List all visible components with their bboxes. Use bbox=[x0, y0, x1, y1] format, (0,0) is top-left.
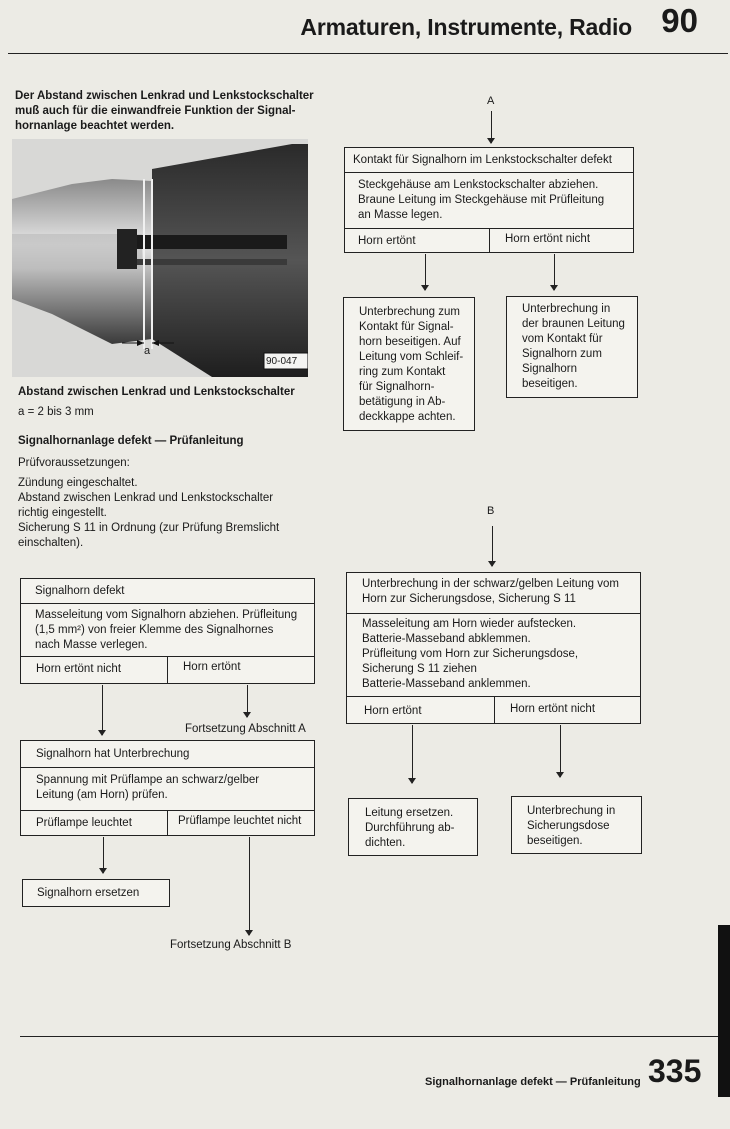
box-a-body: Steckgehäuse am Lenkstockschalter abzieh… bbox=[358, 178, 604, 223]
arrow-down bbox=[491, 111, 492, 143]
prereq-list: Zündung eingeschaltet. Abstand zwischen … bbox=[18, 476, 279, 551]
gap-label-a: a bbox=[144, 344, 150, 359]
replace-horn-text: Signalhorn ersetzen bbox=[37, 886, 139, 901]
header-rule bbox=[8, 53, 728, 54]
box-a-title: Kontakt für Signalhorn im Lenkstockschal… bbox=[353, 153, 612, 168]
box-b-option-no-sound: Horn ertönt nicht bbox=[510, 702, 595, 717]
box-signalhorn-unterbrechung: Signalhorn hat Unterbrechung Spannung mi… bbox=[20, 740, 315, 836]
box-b-option-sound: Horn ertönt bbox=[364, 704, 422, 719]
thumb-index-tab bbox=[718, 925, 730, 1097]
section-title: Signalhornanlage defekt — Prüfanleitung bbox=[18, 434, 244, 449]
steering-photo: a 90-047 bbox=[12, 139, 308, 377]
box2-title: Signalhorn hat Unterbrechung bbox=[36, 747, 189, 762]
box-b-result-right: Unterbrechung in Sicherungsdose beseitig… bbox=[511, 796, 642, 854]
photo-caption: Abstand zwischen Lenkrad und Lenkstocksc… bbox=[18, 385, 295, 400]
box2-body: Spannung mit Prüflampe an schwarz/gelber… bbox=[36, 773, 259, 803]
arrow-down bbox=[103, 837, 104, 873]
footer-rule bbox=[20, 1036, 720, 1037]
box1-option-no-sound: Horn ertönt nicht bbox=[36, 662, 121, 677]
marker-b: B bbox=[487, 504, 494, 519]
gap-value: a = 2 bis 3 mm bbox=[18, 405, 94, 420]
box-unterbrechung-leitung: Unterbrechung in der schwarz/gelben Leit… bbox=[346, 572, 641, 724]
box-b-result-left: Leitung ersetzen. Durchführung ab- dicht… bbox=[348, 798, 478, 856]
box-a-option-no-sound: Horn ertönt nicht bbox=[505, 232, 590, 247]
box-signalhorn-ersetzen: Signalhorn ersetzen bbox=[22, 879, 170, 907]
box1-title: Signalhorn defekt bbox=[35, 584, 125, 599]
box1-option-sound: Horn ertönt bbox=[183, 660, 241, 675]
arrow-down bbox=[560, 725, 561, 777]
box-a-result-left: Unterbrechung zum Kontakt für Signal- ho… bbox=[343, 297, 475, 431]
chapter-title: Armaturen, Instrumente, Radio bbox=[300, 14, 632, 41]
marker-a: A bbox=[487, 94, 494, 109]
intro-text: Der Abstand zwischen Lenkrad und Lenksto… bbox=[15, 89, 314, 134]
box1-body: Masseleitung vom Signalhorn abziehen. Pr… bbox=[35, 608, 297, 653]
arrow-down bbox=[412, 725, 413, 783]
box-signalhorn-defekt: Signalhorn defekt Masseleitung vom Signa… bbox=[20, 578, 315, 684]
arrow-down bbox=[492, 526, 493, 566]
box-a-option-sound: Horn ertönt bbox=[358, 234, 416, 249]
figure-code: 90-047 bbox=[266, 354, 297, 369]
arrow-down bbox=[102, 685, 103, 735]
continue-a: Fortsetzung Abschnitt A bbox=[185, 722, 306, 737]
arrow-down bbox=[425, 254, 426, 290]
continue-b: Fortsetzung Abschnitt B bbox=[170, 938, 291, 953]
box2-option-lamp-on: Prüflampe leuchtet bbox=[36, 816, 132, 831]
box-a-result-right: Unterbrechung in der braunen Leitung vom… bbox=[506, 296, 638, 398]
box-b-title: Unterbrechung in der schwarz/gelben Leit… bbox=[362, 577, 619, 607]
box-kontakt-defekt: Kontakt für Signalhorn im Lenkstockschal… bbox=[344, 147, 634, 253]
footer-text: Signalhornanlage defekt — Prüfanleitung bbox=[425, 1075, 641, 1090]
steering-switch-illustration bbox=[12, 139, 308, 377]
arrow-down bbox=[554, 254, 555, 290]
prereq-label: Prüfvoraussetzungen: bbox=[18, 456, 130, 471]
arrow-down bbox=[249, 837, 250, 935]
page-number: 335 bbox=[648, 1053, 701, 1090]
box-b-body: Masseleitung am Horn wieder aufstecken. … bbox=[362, 617, 578, 692]
chapter-number: 90 bbox=[661, 2, 698, 40]
box2-option-lamp-off: Prüflampe leuchtet nicht bbox=[178, 814, 301, 829]
arrow-down bbox=[247, 685, 248, 717]
